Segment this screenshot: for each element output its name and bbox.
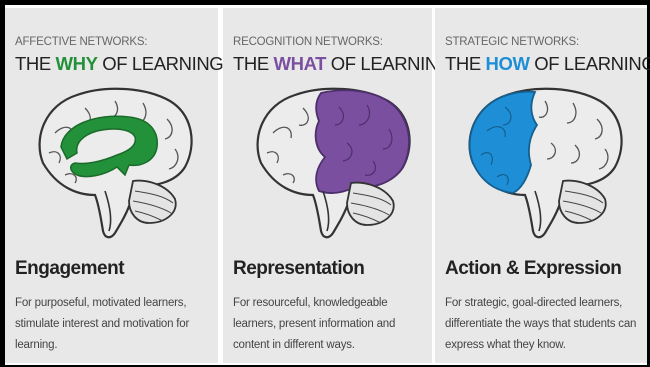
- panel-title: Engagement: [15, 258, 125, 279]
- panel-headline: THE HOW OF LEARNING: [445, 53, 650, 75]
- headline-highlight: WHY: [55, 53, 98, 74]
- panel-description: For strategic, goal-directed learners, d…: [445, 297, 637, 351]
- panel-headline: THE WHAT OF LEARNING: [233, 53, 452, 75]
- panel-recognition: RECOGNITION NETWORKS: THE WHAT OF LEARNI…: [223, 8, 452, 363]
- headline-prefix: THE: [233, 53, 274, 74]
- brain-recognition-icon: [256, 87, 411, 239]
- panel-description: For resourceful, knowledgeable learners,…: [233, 297, 396, 351]
- headline-suffix: OF LEARNING: [529, 53, 650, 74]
- panel-kicker: AFFECTIVE NETWORKS:: [15, 36, 148, 48]
- panel-affective: AFFECTIVE NETWORKS: THE WHY OF LEARNING …: [5, 8, 224, 363]
- brain-strategic-icon: [468, 87, 623, 239]
- brain-affective-icon: [38, 87, 193, 239]
- headline-suffix: OF LEARNING: [326, 53, 452, 74]
- headline-suffix: OF LEARNING: [97, 53, 224, 74]
- panel-description: For purposeful, motivated learners, stim…: [15, 297, 190, 351]
- headline-highlight: HOW: [485, 53, 530, 74]
- panel-strategic: STRATEGIC NETWORKS: THE HOW OF LEARNING …: [435, 8, 650, 363]
- panel-title: Action & Expression: [445, 258, 622, 279]
- panel-title: Representation: [233, 258, 365, 279]
- udl-graphic: AFFECTIVE NETWORKS: THE WHY OF LEARNING …: [5, 5, 650, 365]
- panel-kicker: STRATEGIC NETWORKS:: [445, 36, 579, 48]
- headline-prefix: THE: [445, 53, 486, 74]
- headline-highlight: WHAT: [273, 53, 327, 74]
- panel-headline: THE WHY OF LEARNING: [15, 53, 224, 75]
- headline-prefix: THE: [15, 53, 56, 74]
- panel-kicker: RECOGNITION NETWORKS:: [233, 36, 383, 48]
